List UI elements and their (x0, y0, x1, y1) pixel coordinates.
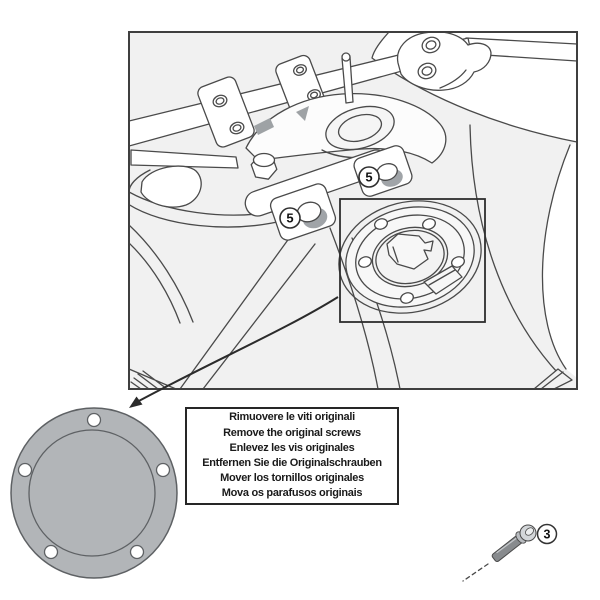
brake-master-cylinder (396, 32, 492, 91)
tank-flange-drawing (10, 407, 178, 579)
illustration-frame (128, 31, 578, 390)
instruction-line-italian: Rimuovere le viti originali (229, 411, 355, 424)
instruction-line-portuguese: Mova os parafusos originais (221, 487, 363, 500)
handlebar-clamps (197, 54, 327, 148)
instruction-line-french: Enlevez les vis originales (229, 441, 355, 454)
fuel-tank-outline (129, 32, 577, 389)
callout-lower-screw-hole: 5 (279, 207, 301, 229)
cap-hinge (423, 265, 463, 295)
callout-screw: 3 (536, 523, 558, 545)
instruction-line-german: Entfernen Sie die Originalschrauben (202, 457, 382, 469)
zoom-arrow (129, 296, 339, 408)
callout-upper-screw-hole-label: 5 (365, 170, 372, 185)
callout-upper-screw-hole: 5 (358, 166, 380, 188)
callout-lower-screw-hole-label: 5 (286, 211, 293, 226)
instruction-line-english: Remove the original screws (223, 426, 361, 439)
screw-drawing (462, 524, 537, 582)
instruction-box: Rimuovere le viti originali Remove the o… (185, 407, 399, 505)
callout-screw-label: 3 (544, 528, 551, 542)
detail-highlight-box (339, 198, 486, 323)
instruction-line-spanish: Mover los tornillos originales (220, 472, 364, 485)
motorcycle-line-art (129, 32, 577, 389)
cap-latch (386, 233, 434, 270)
steering-rod (341, 52, 354, 104)
